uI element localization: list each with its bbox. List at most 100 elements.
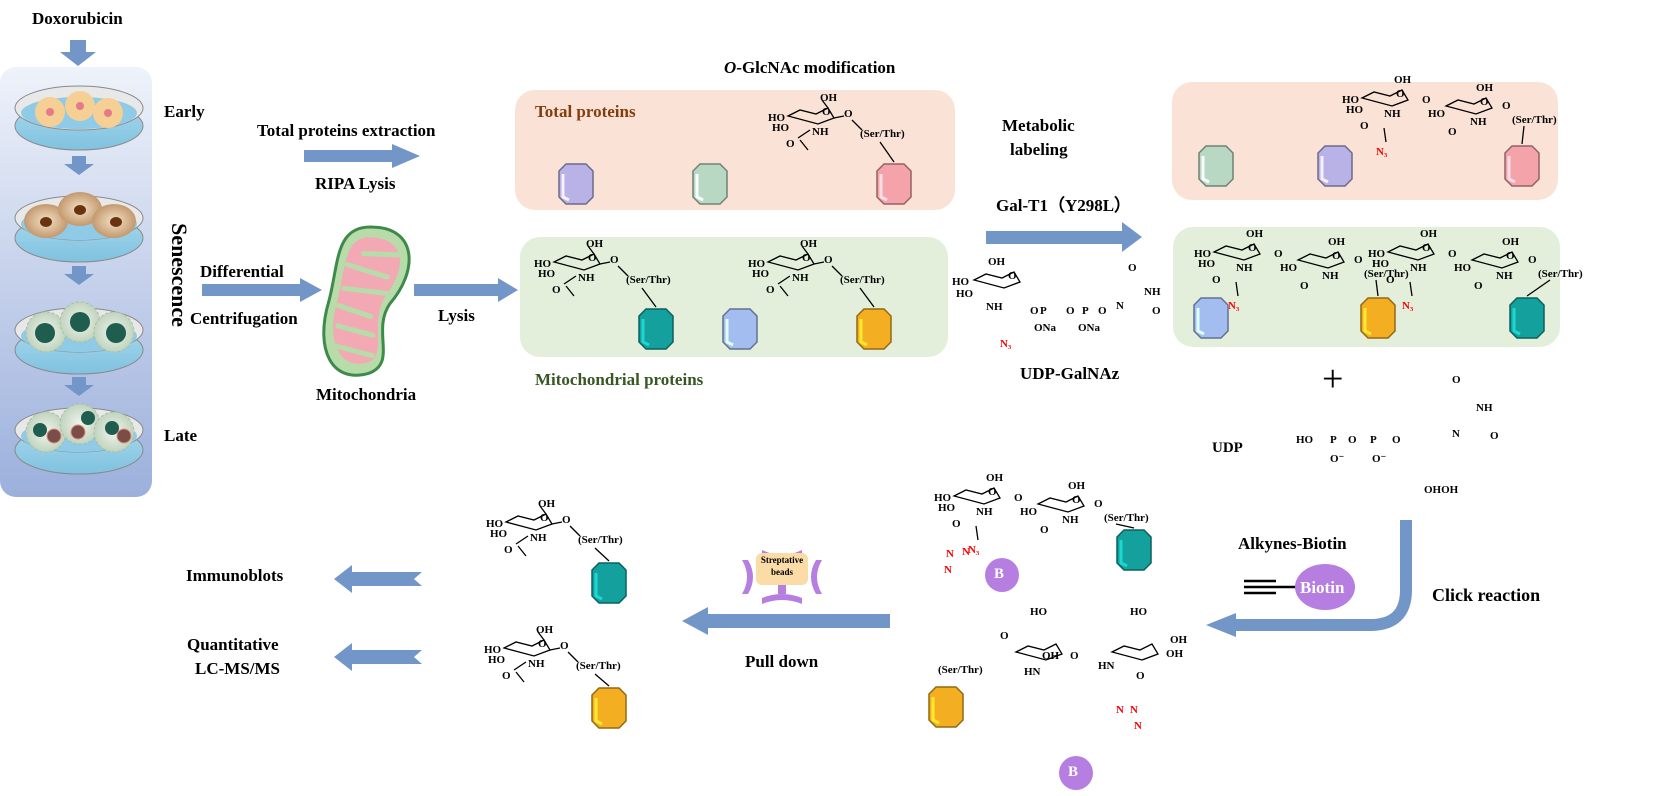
sugar-ring — [1386, 243, 1435, 261]
chem-label: O — [1008, 270, 1017, 282]
differential-label: Differential — [200, 262, 284, 281]
sugar-ring — [1444, 97, 1493, 115]
sugar-ring — [1014, 643, 1063, 661]
chem-label: HO — [1130, 606, 1148, 618]
chem-label: O — [802, 252, 811, 264]
labeled-mito-panel — [1173, 227, 1560, 347]
bond-line — [1375, 279, 1379, 297]
chem-label: O — [822, 106, 831, 118]
chem-label: NH — [578, 272, 595, 284]
chem-label: HO — [1280, 262, 1298, 274]
chem-label: O⁻ — [1330, 453, 1345, 465]
bond-line — [777, 275, 791, 285]
italic-o: O — [724, 58, 737, 77]
total-proteins-title: Total proteins — [535, 102, 636, 121]
chem-label: O — [1274, 248, 1283, 260]
chem-label: (Ser/Thr) — [938, 664, 983, 676]
bond-line — [1526, 279, 1551, 297]
chem-label: O — [540, 512, 549, 524]
down-arrow-icon — [64, 156, 94, 175]
immunoblots-label: Immunoblots — [186, 566, 284, 585]
early-label: Early — [164, 102, 205, 121]
chem-label: (Ser/Thr) — [1364, 268, 1409, 280]
chem-label: HO — [1428, 108, 1446, 120]
click-reaction-arrow — [1232, 520, 1412, 631]
chem-label: (Ser/Thr) — [1104, 512, 1149, 524]
chem-label: O — [1094, 498, 1103, 510]
bond-line — [569, 525, 581, 537]
chem-label: OH — [536, 624, 554, 636]
protein-orange-icon — [928, 686, 964, 728]
chem-label: O — [1448, 248, 1457, 260]
petri-dish-enlarged — [14, 192, 144, 263]
chem-label: O — [1502, 100, 1511, 112]
sugar-ring — [972, 271, 1021, 289]
biotin-ball-icon — [1059, 756, 1093, 790]
chem-label: O — [1360, 120, 1369, 132]
protein-pink-icon — [1504, 145, 1540, 187]
bond-line — [513, 661, 527, 671]
ripa-lysis-label: RIPA Lysis — [315, 174, 396, 193]
left-arrow-icon — [682, 607, 890, 635]
chem-label: HO — [748, 258, 766, 270]
chem-label: O — [552, 284, 561, 296]
chem-label: O — [1128, 262, 1137, 274]
chem-label: OH — [986, 472, 1004, 484]
chem-label: (Ser/Thr) — [1512, 114, 1557, 126]
chem-label: O — [1490, 430, 1499, 442]
bond-line — [617, 265, 629, 277]
down-arrow-icon — [64, 377, 94, 396]
chem-label: O — [1300, 280, 1309, 292]
protein-pink-icon — [876, 163, 912, 205]
sugar-ring — [1360, 89, 1409, 107]
sugar-ring — [1036, 495, 1085, 513]
chem-label: HO — [534, 258, 552, 270]
protein-teal-icon — [591, 562, 627, 604]
chem-label: O — [1392, 434, 1401, 446]
enzyme-label: Gal-T1（Y298L） — [996, 196, 1132, 215]
chem-label: OH — [586, 238, 604, 250]
chem-label: HN — [1024, 666, 1041, 678]
chem-label: P — [1370, 434, 1377, 446]
bond-line — [1235, 281, 1239, 297]
chem-label: O — [1506, 250, 1515, 262]
chem-label: HN — [1098, 660, 1115, 672]
triazole-n: N — [944, 564, 952, 576]
chem-label: OH — [988, 256, 1006, 268]
chem-label: O — [1422, 94, 1431, 106]
bond-line — [517, 545, 527, 557]
chem-label: O — [1212, 274, 1221, 286]
chem-label: ONa — [1078, 322, 1100, 334]
chem-label: O — [952, 518, 961, 530]
bond-line — [799, 139, 809, 151]
chem-label: OH — [800, 238, 818, 250]
triazole-n: N — [946, 548, 954, 560]
chem-label: OH — [1476, 82, 1494, 94]
chem-label: O — [538, 638, 547, 650]
down-arrow-icon — [60, 40, 96, 66]
bond-line — [851, 119, 863, 131]
triazole-n: N — [1130, 704, 1138, 716]
chem-label: NH — [1144, 286, 1161, 298]
bond-line — [594, 673, 610, 687]
petri-dish-senescent — [14, 301, 144, 375]
chem-label: N — [1116, 300, 1124, 312]
chem-label: (Ser/Thr) — [578, 534, 623, 546]
chem-label: O — [1030, 305, 1039, 317]
petri-dish-early — [14, 85, 144, 151]
modification-title: O-GlcNAc modification — [724, 58, 895, 78]
chem-label: HO — [772, 122, 790, 134]
udp-galnaz-label: UDP-GalNAz — [1020, 364, 1120, 383]
chem-label: NH — [1236, 262, 1253, 274]
chem-label: OH — [820, 92, 838, 104]
chem-label: O — [1000, 630, 1009, 642]
petri-dish-late — [14, 403, 144, 475]
chem-label: O — [1452, 374, 1461, 386]
bond-line — [587, 245, 595, 255]
sugar-ring — [952, 487, 1001, 505]
chem-label: NH — [1496, 270, 1513, 282]
chem-label: O — [824, 254, 833, 266]
beads-label-2: beads — [770, 567, 793, 577]
bond-line — [567, 651, 579, 663]
bond-line — [599, 261, 611, 265]
